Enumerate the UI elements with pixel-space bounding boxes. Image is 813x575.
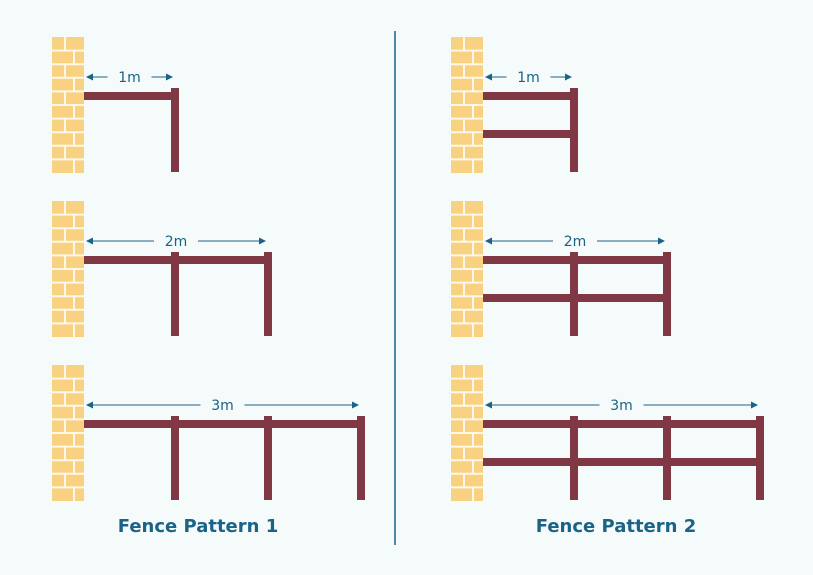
measure-label: 2m	[165, 234, 188, 250]
fence-post	[570, 88, 578, 172]
measure-label: 1m	[517, 70, 540, 86]
fence-post	[264, 416, 272, 500]
measure-label: 3m	[211, 398, 234, 414]
brick-wall	[52, 365, 84, 501]
fence-post	[171, 416, 179, 500]
fence-rail-1	[84, 420, 363, 428]
fence-post	[171, 252, 179, 336]
fence-post	[663, 252, 671, 336]
measure-arrow-right	[658, 237, 665, 245]
brick-wall	[451, 365, 483, 501]
fence-rail-2	[483, 130, 576, 138]
measure-arrow-left	[485, 401, 492, 409]
measure-arrow-left	[485, 237, 492, 245]
measure-arrow-left	[86, 73, 93, 81]
pattern-2-row-1: 1m	[451, 37, 578, 173]
measure-arrow-right	[259, 237, 266, 245]
measure-arrow-left	[86, 237, 93, 245]
pattern-2-caption: Fence Pattern 2	[535, 516, 697, 537]
fence-post	[264, 252, 272, 336]
brick-wall	[52, 201, 84, 337]
pattern-1-row-2: 2m	[52, 201, 272, 337]
measure-arrow-right	[751, 401, 758, 409]
pattern-2-row-2: 2m	[451, 201, 671, 337]
fence-post	[570, 416, 578, 500]
measure-arrow-left	[485, 73, 492, 81]
pattern-2-row-3: 3m	[451, 365, 764, 501]
fence-post	[357, 416, 365, 500]
pattern-1-row-3: 3m	[52, 365, 365, 501]
brick-wall	[52, 37, 84, 173]
measure-arrow-right	[565, 73, 572, 81]
fence-post	[570, 252, 578, 336]
pattern-1-row-1: 1m	[52, 37, 179, 173]
fence-rail-1	[483, 92, 576, 100]
fence-rail-1	[483, 420, 762, 428]
fence-post	[756, 416, 764, 500]
measure-label: 2m	[564, 234, 587, 250]
measure-arrow-right	[352, 401, 359, 409]
fence-post	[171, 88, 179, 172]
fence-rail-2	[483, 458, 762, 466]
fence-post	[663, 416, 671, 500]
pattern-1-caption: Fence Pattern 1	[117, 516, 279, 537]
brick-wall	[451, 37, 483, 173]
measure-label: 1m	[118, 70, 141, 86]
measure-arrow-left	[86, 401, 93, 409]
fence-rail-1	[84, 92, 177, 100]
brick-wall	[451, 201, 483, 337]
measure-arrow-right	[166, 73, 173, 81]
measure-label: 3m	[610, 398, 633, 414]
